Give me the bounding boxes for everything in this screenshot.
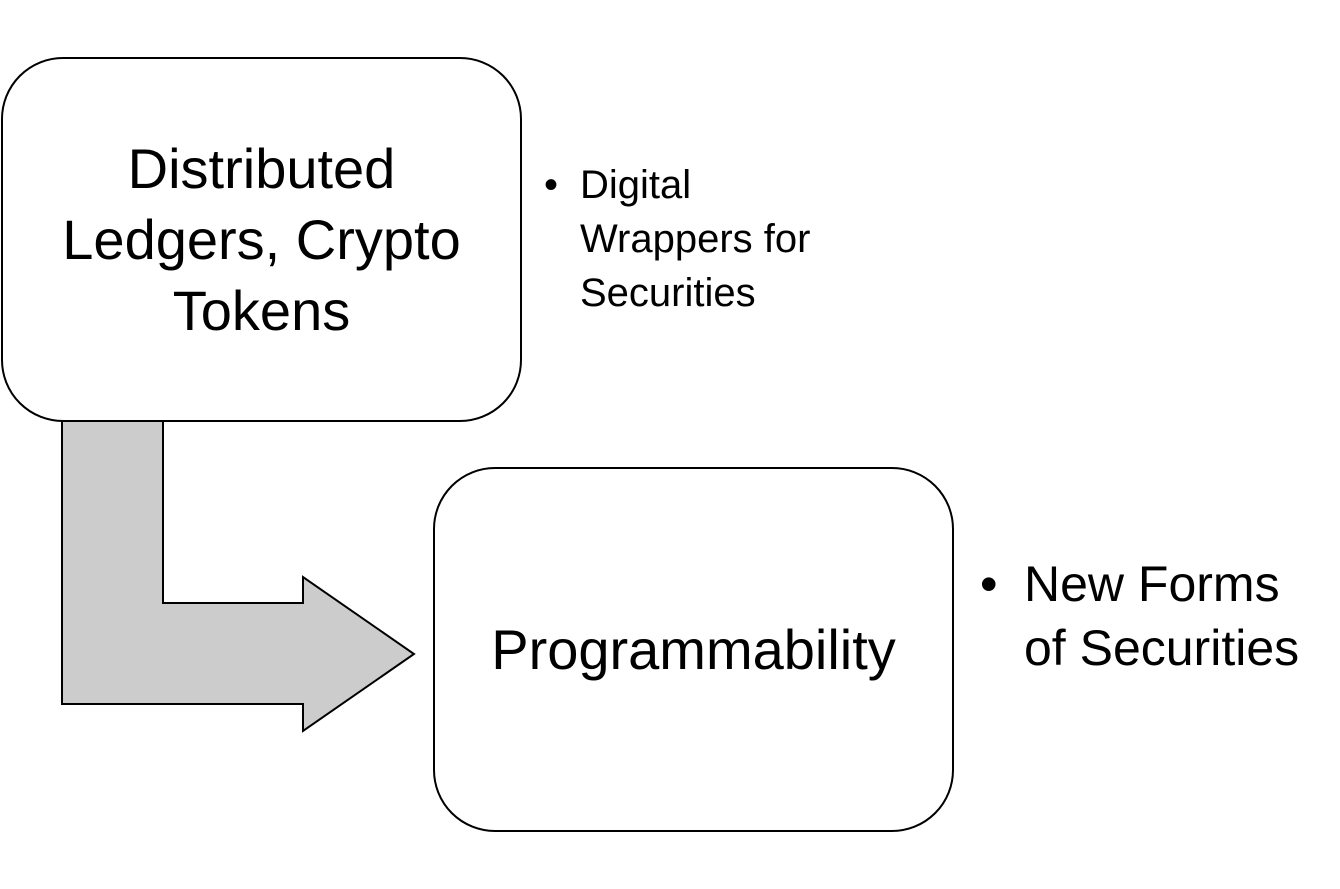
- new-forms-text: New Forms of Securities: [1024, 556, 1300, 676]
- digital-wrappers-bullet: • Digital Wrappers for Securities: [544, 158, 874, 320]
- new-forms-bullet: • New Forms of Securities: [980, 552, 1320, 680]
- bent-arrow-shape: [61, 419, 416, 733]
- distributed-ledgers-box: Distributed Ledgers, Crypto Tokens: [1, 57, 522, 422]
- distributed-ledgers-label: Distributed Ledgers, Crypto Tokens: [62, 137, 461, 342]
- digital-wrappers-text: Digital Wrappers for Securities: [580, 163, 811, 315]
- programmability-box: Programmability: [433, 467, 954, 832]
- bullet-marker: •: [544, 163, 559, 207]
- programmability-label: Programmability: [491, 618, 896, 681]
- bullet-marker: •: [980, 556, 998, 612]
